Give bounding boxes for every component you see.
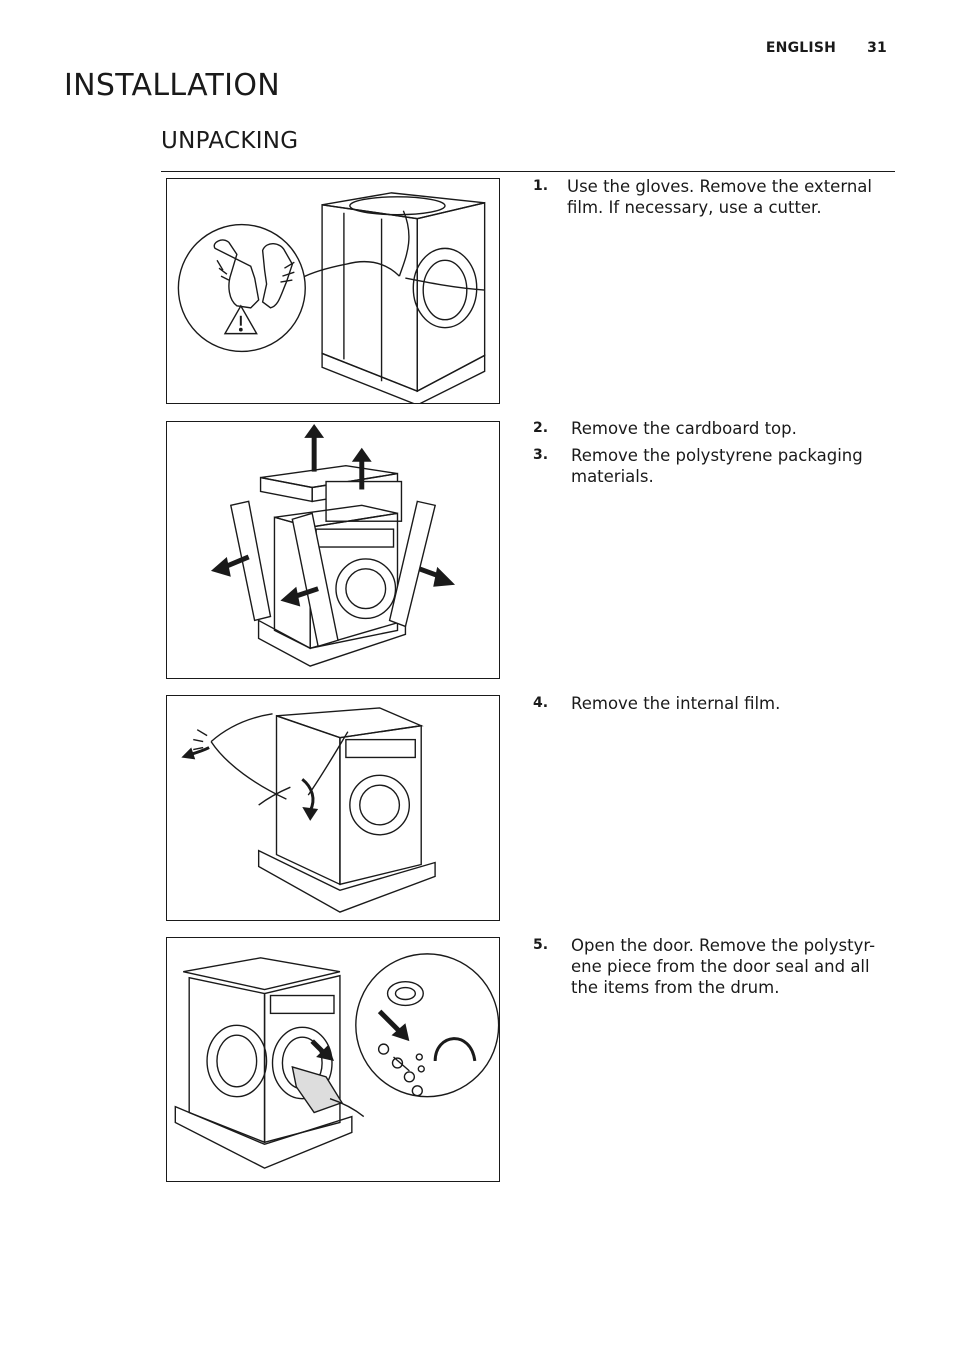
step-number: 3. [533,447,549,463]
step-number: 5. [533,937,549,953]
page-header: ENGLISH 31 [766,40,887,56]
step-item: 4. Remove the internal film. [533,693,893,714]
figure-remove-packaging [166,421,500,679]
step-text: Open the door. Remove the polystyr-ene p… [571,936,876,997]
step-item: 3. Remove the polystyrene packaging mate… [533,445,893,487]
step-group-2: 2. Remove the cardboard top. 3. Remove t… [533,418,893,493]
step-text: Remove the internal film. [571,694,781,713]
step-number: 4. [533,695,549,711]
figure-internal-film [166,695,500,921]
step-group-3: 4. Remove the internal film. [533,693,893,720]
gloves-warning-icon [177,192,486,403]
step-text: Remove the cardboard top. [571,419,797,438]
internal-film-icon [181,707,436,913]
section-title: INSTALLATION [64,68,280,103]
step-group-4: 5. Open the door. Remove the polystyr-en… [533,935,893,1004]
step-number: 2. [533,420,549,436]
figure-open-door [166,937,500,1182]
step-item: 1. Use the gloves. Remove the external f… [533,176,893,218]
remove-packaging-icon [210,423,456,667]
step-item: 5. Open the door. Remove the polystyr-en… [533,935,893,998]
door-open-items-icon [174,953,499,1169]
step-text: Remove the polystyrene packaging materia… [571,446,863,486]
page-number: 31 [867,40,887,56]
step-item: 2. Remove the cardboard top. [533,418,893,439]
step-text: Use the gloves. Remove the external film… [567,177,872,217]
section-divider [161,171,895,172]
language-label: ENGLISH [765,40,837,56]
step-number: 1. [533,178,549,194]
step-group-1: 1. Use the gloves. Remove the external f… [533,176,893,224]
figure-gloves-external-film [166,178,500,404]
subsection-title: UNPACKING [161,128,299,154]
